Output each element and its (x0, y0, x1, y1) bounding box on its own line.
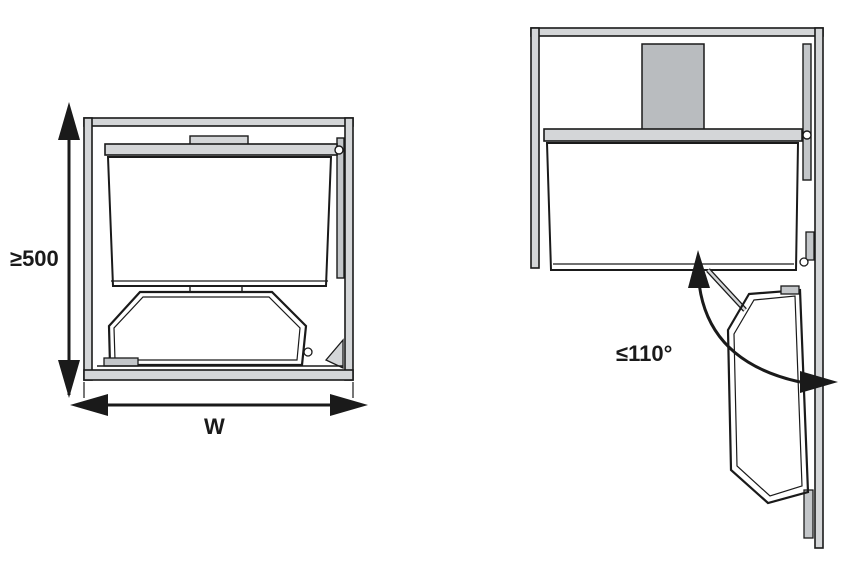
height-arrow-bottom (58, 360, 80, 398)
height-arrow-top (58, 102, 80, 140)
right-cabinet-carcass (530, 27, 824, 549)
width-arrow-left (70, 394, 108, 416)
width-dimension: W (70, 382, 368, 439)
angle-arrow-right (800, 371, 838, 393)
left-side-rail (336, 137, 345, 279)
left-cabinet-view: ≥500 W (10, 102, 368, 439)
right-cabinet-view: ≤110° (530, 27, 838, 549)
height-label: ≥500 (10, 246, 59, 271)
right-swung-basket (726, 285, 810, 505)
right-side-rail (802, 43, 812, 181)
left-cabinet-carcass (83, 117, 354, 381)
right-back-panel (641, 43, 705, 133)
left-lower-basket (97, 286, 344, 370)
left-upper-basket (104, 135, 344, 287)
right-upper-basket (543, 128, 812, 271)
height-dimension: ≥500 (10, 102, 80, 398)
width-label: W (204, 414, 225, 439)
width-arrow-right (330, 394, 368, 416)
angle-arrow-up (688, 250, 710, 288)
right-door-hinge (706, 231, 815, 539)
rotation-angle-indicator: ≤110° (616, 250, 838, 393)
angle-label: ≤110° (616, 341, 672, 366)
